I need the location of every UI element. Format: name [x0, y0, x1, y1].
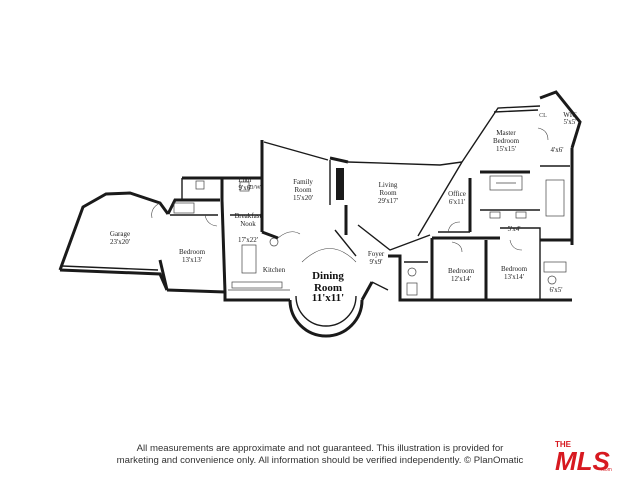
- kitchen-dims: 17'x22': [238, 236, 258, 244]
- master-bedroom-name: Master: [496, 129, 516, 137]
- wic-dims: 5'x5': [563, 118, 576, 126]
- office-dims: 6'x11': [449, 198, 465, 206]
- laundry-fixture-label: D/W: [249, 185, 261, 191]
- master-bedroom-dims: 15'x15': [496, 145, 516, 153]
- living-room-name2: Room: [379, 189, 397, 197]
- mls-logo: THE MLS .com: [555, 440, 612, 475]
- master-bedroom-name2: Bedroom: [493, 137, 520, 145]
- wic-name: WIC: [563, 111, 577, 119]
- foyer-walls: [360, 254, 432, 302]
- master-bath-dims: 4'x6': [550, 146, 563, 154]
- family-room-dims: 15'x20': [293, 194, 313, 202]
- mls-logo-com: .com: [601, 467, 612, 473]
- master-suite-walls: [461, 90, 582, 245]
- living-room-dims: 29'x17': [378, 197, 398, 205]
- breakfast-nook-name: Breakfast: [235, 212, 262, 220]
- dining-room-dims: 11'x11': [312, 292, 344, 304]
- dining-room-name2: Room: [314, 282, 342, 294]
- mls-logo-the: THE: [555, 440, 572, 449]
- wic-closet-label: CL: [539, 113, 547, 119]
- garage-name: Garage: [110, 230, 130, 238]
- kitchen-name: Kitchen: [263, 266, 286, 274]
- family-room-name2: Room: [294, 186, 312, 194]
- laundry-dims: 9'x6': [238, 184, 251, 192]
- disclaimer: All measurements are approximate and not…: [60, 443, 580, 467]
- garage-dims: 23'x20': [110, 238, 130, 246]
- bedroom-center-name: Bedroom: [448, 267, 475, 275]
- dining-room-walls: [288, 229, 364, 338]
- bedroom-west-dims: 13'x13': [182, 256, 202, 264]
- dining-room-name: Dining: [312, 270, 344, 282]
- bedroom-east-walls: [486, 227, 572, 302]
- bedroom-east-dims: 13'x14': [504, 273, 524, 281]
- bedroom-center-walls: [430, 236, 500, 302]
- foyer-name: Foyer: [368, 250, 385, 258]
- bedroom-west-name: Bedroom: [179, 248, 206, 256]
- disclaimer-line-1: All measurements are approximate and not…: [136, 443, 504, 454]
- bath-small-dims: 5'x4': [507, 225, 520, 233]
- disclaimer-line-2: marketing and convenience only. All info…: [116, 455, 524, 466]
- mls-logo-mls: MLS: [555, 446, 611, 475]
- living-room-name: Living: [379, 181, 398, 189]
- bedroom-center-dims: 12'x14': [451, 275, 471, 283]
- laundry-name: Lndr: [238, 176, 252, 184]
- bath-east-dims: 6'x5': [549, 286, 562, 294]
- foyer-dims: 9'x9': [369, 258, 382, 266]
- bedroom-west-walls: [166, 198, 227, 294]
- breakfast-nook-name2: Nook: [240, 220, 256, 228]
- family-room-name: Family: [293, 178, 313, 186]
- living-room-walls: [329, 156, 463, 251]
- office-name: Office: [448, 190, 466, 198]
- garage-walls: [58, 191, 170, 291]
- bedroom-east-name: Bedroom: [501, 265, 528, 273]
- family-room-walls: [260, 140, 329, 240]
- office-walls: [417, 161, 472, 237]
